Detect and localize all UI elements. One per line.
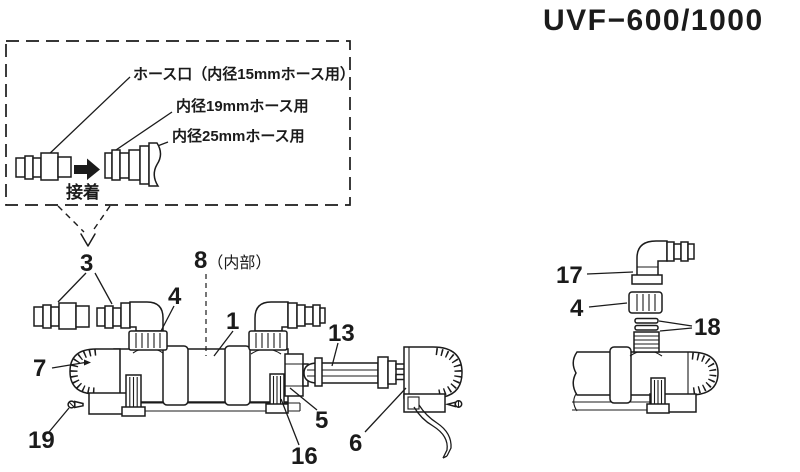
down-arrowhead-icon [80, 233, 96, 247]
leader-line [112, 111, 173, 153]
label-18: 18 [658, 314, 721, 341]
label-1: 1 [213, 308, 239, 357]
left-elbow-drawing [96, 301, 168, 351]
screw-drawing [444, 400, 463, 408]
part-label-1: 1 [226, 308, 239, 335]
bracket-drawing [646, 377, 670, 414]
label-16: 16 [280, 398, 318, 470]
ballast-drawing [403, 346, 463, 459]
elbow-drawing [631, 240, 695, 285]
leader-line [213, 330, 234, 357]
right-detail-drawing [572, 240, 719, 414]
part-label-3: 3 [80, 250, 93, 277]
leader-line [588, 302, 628, 308]
inset-pointer [57, 205, 111, 247]
adapter-19-25mm-drawing [104, 142, 162, 187]
hose-adapter-inset: ホース口（内径15mmホース用） 内径19mmホース用 内径25mmホース用 接… [5, 40, 355, 206]
oring-drawing [634, 317, 659, 331]
clamp-band [162, 345, 189, 406]
leader-line [658, 320, 693, 327]
base-rail [572, 401, 650, 411]
hose-19mm-label: 内径19mmホース用 [176, 97, 309, 115]
label-17: 17 [556, 262, 634, 289]
part-label-13: 13 [328, 320, 355, 347]
part-label-6: 6 [349, 430, 362, 457]
part-label-5: 5 [315, 407, 328, 434]
leader-line [331, 342, 339, 367]
clamp-band [609, 346, 632, 404]
label-19: 19 [28, 407, 70, 454]
label-3: 3 [57, 250, 113, 305]
end-cap-drawing [69, 348, 121, 395]
leader-line [289, 387, 318, 411]
glue-arrow-icon [74, 158, 100, 180]
union-nut-drawing [628, 291, 663, 314]
leader-line [94, 272, 113, 305]
adapter-15mm-drawing [15, 152, 72, 181]
leader-line [57, 272, 87, 303]
leader-line [280, 398, 300, 446]
leader-line [364, 387, 407, 433]
part-label-4: 4 [168, 283, 182, 310]
label-8: 8（内部） [194, 247, 271, 356]
part-label-8: 8（内部） [194, 247, 271, 274]
right-elbow-drawing [248, 301, 326, 351]
part-label-18: 18 [694, 314, 721, 341]
page-title: UVF−600/1000 [543, 4, 764, 37]
label-13: 13 [328, 320, 355, 367]
label-5: 5 [289, 387, 328, 434]
label-7: 7 [33, 355, 91, 382]
hose-port-drawing [33, 302, 90, 330]
label-4-left: 4 [160, 283, 182, 332]
hose-port-label: ホース口（内径15mmホース用） [133, 65, 355, 83]
leader-line [48, 407, 70, 433]
clamp-band [224, 345, 251, 406]
leader-line [160, 305, 175, 332]
part-label-7: 7 [33, 355, 46, 382]
power-cable [413, 404, 452, 459]
inset-dashed-border [5, 40, 351, 206]
threaded-port-drawing [629, 331, 663, 357]
part-label-16: 16 [291, 443, 318, 470]
label-6: 6 [349, 387, 407, 457]
part-label-19: 19 [28, 427, 55, 454]
part-labels: 3 4 8（内部） 1 7 19 13 5 [28, 247, 721, 470]
screw-drawing [67, 400, 84, 409]
uv-lamp-drawing [303, 356, 407, 389]
bracket-left-drawing [121, 374, 146, 417]
leader-arrowhead-icon [84, 359, 91, 366]
leader-line [45, 76, 131, 158]
glue-label: 接着 [66, 182, 100, 202]
part-label-17: 17 [556, 262, 583, 289]
main-assembly-drawing [33, 301, 326, 417]
filter-body [113, 348, 289, 403]
hose-25mm-label: 内径25mmホース用 [172, 127, 305, 145]
label-4-right: 4 [570, 295, 628, 322]
leader-line [659, 327, 693, 332]
leader-line [586, 271, 634, 275]
part-label-4: 4 [570, 295, 584, 322]
leader-line [51, 361, 86, 369]
